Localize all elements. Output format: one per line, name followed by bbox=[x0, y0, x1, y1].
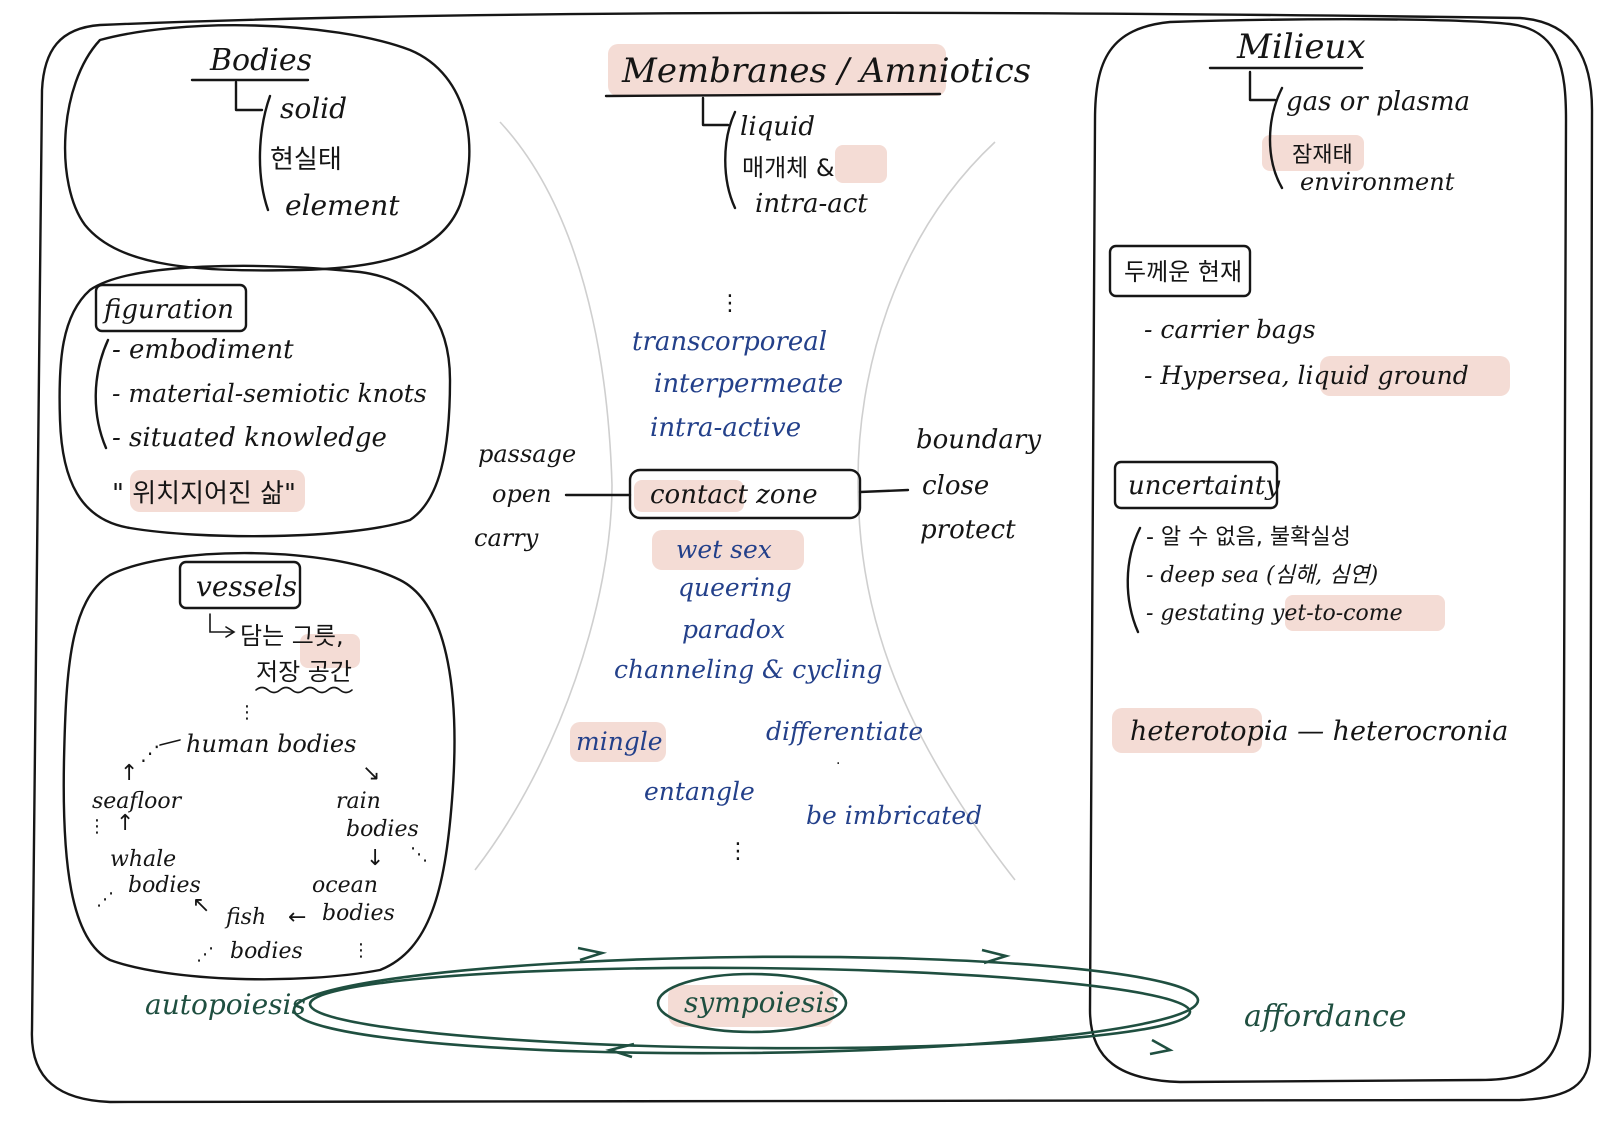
svg-text:⋮: ⋮ bbox=[352, 940, 370, 961]
uncertainty-item-gestating: - gestating yet-to-come bbox=[1146, 601, 1403, 626]
sympoiesis-outer-loop-1 bbox=[292, 955, 1200, 1055]
svg-text:←: ← bbox=[288, 905, 306, 930]
figuration-item-knots: - material-semiotic knots bbox=[112, 379, 427, 408]
center-scatter-differentiate: differentiate bbox=[766, 717, 923, 746]
center-scatter-entangle: entangle bbox=[644, 777, 755, 806]
svg-text:↓: ↓ bbox=[366, 846, 384, 871]
membranes-item-medium: 매개체 & bbox=[742, 154, 835, 182]
dwelling-item-hypersea: - Hypersea, liquid ground bbox=[1144, 361, 1469, 390]
center-right-boundary: boundary bbox=[916, 425, 1041, 455]
center-lower-queering: queering bbox=[678, 573, 792, 602]
svg-text:↑: ↑ bbox=[120, 761, 138, 786]
figuration-item-embodiment: - embodiment bbox=[112, 335, 294, 365]
heterotopia-label: heterotopia — heterocronia bbox=[1130, 716, 1508, 747]
figuration-title: figuration bbox=[102, 295, 234, 325]
center-right-protect: protect bbox=[920, 515, 1016, 545]
center-upper-interpermeate: interpermeate bbox=[654, 369, 843, 399]
milieux-item-environment: environment bbox=[1300, 168, 1455, 196]
center-lower-wet-sex: wet sex bbox=[676, 535, 772, 564]
hourglass-left-curve bbox=[474, 121, 613, 871]
cycle-whale-1: whale bbox=[110, 847, 176, 872]
vessels-desc-1: 담는 그릇, bbox=[240, 622, 344, 650]
sympoiesis-outer-loop-2 bbox=[308, 966, 1192, 1050]
bottom-affordance: affordance bbox=[1244, 999, 1407, 1034]
cycle-seafloor: seafloor bbox=[92, 789, 183, 814]
center-left-passage: passage bbox=[478, 440, 576, 468]
bottom-sympoiesis: sympoiesis bbox=[684, 986, 839, 1019]
bodies-blob bbox=[63, 24, 471, 272]
center-upper-intra-active: intra-active bbox=[650, 413, 801, 443]
membranes-item-intra-act: intra-act bbox=[755, 189, 868, 219]
bodies-item-actuality: 현실태 bbox=[270, 145, 342, 175]
figuration-blob bbox=[58, 264, 452, 538]
svg-text:↘: ↘ bbox=[362, 761, 380, 786]
svg-text:⋰: ⋰ bbox=[196, 944, 214, 965]
vessels-blob bbox=[62, 551, 456, 981]
hourglass-right-curve bbox=[857, 141, 1016, 881]
center-left-open: open bbox=[492, 480, 551, 508]
svg-text:↖: ↖ bbox=[192, 893, 210, 918]
svg-text:⋮: ⋮ bbox=[727, 839, 749, 864]
svg-text:·: · bbox=[836, 756, 840, 772]
svg-text:⋮: ⋮ bbox=[88, 816, 106, 837]
sympoiesis-inner-loop bbox=[656, 972, 848, 1034]
cycle-ocean-2: bodies bbox=[322, 901, 395, 926]
uncertainty-item-unknowable: - 알 수 없음, 불확실성 bbox=[1146, 525, 1351, 550]
membranes-item-liquid: liquid bbox=[740, 112, 815, 142]
cycle-ocean-1: ocean bbox=[312, 873, 378, 898]
svg-text:⋮: ⋮ bbox=[238, 702, 256, 723]
bottom-autopoiesis: autopoiesis bbox=[145, 988, 306, 1021]
milieux-title: Milieux bbox=[1236, 27, 1366, 67]
center-upper-transcorporeal: transcorporeal bbox=[632, 327, 827, 357]
center-right-close: close bbox=[922, 471, 989, 501]
bodies-item-element: element bbox=[285, 189, 400, 222]
figuration-item-situated: - situated knowledge bbox=[112, 423, 387, 453]
vessels-desc-2: 저장 공간 bbox=[256, 658, 352, 686]
milieux-item-potentiality: 잠재태 bbox=[1292, 143, 1353, 168]
contact-zone-label: contact zone bbox=[650, 480, 818, 510]
cycle-whale-2: bodies bbox=[128, 873, 201, 898]
uncertainty-item-deep-sea: - deep sea (심해, 심연) bbox=[1146, 563, 1378, 588]
bodies-title: Bodies bbox=[209, 43, 312, 78]
milieux-item-gas: gas or plasma bbox=[1286, 87, 1470, 117]
cycle-human: human bodies bbox=[186, 730, 356, 758]
center-scatter-imbricated: be imbricated bbox=[806, 801, 982, 830]
cycle-fish-2: bodies bbox=[230, 939, 303, 964]
outer-frame bbox=[30, 11, 1594, 1104]
center-scatter-mingle: mingle bbox=[576, 727, 663, 756]
dwelling-item-carrier-bags: - carrier bags bbox=[1144, 315, 1316, 344]
cycle-fish-1: fish bbox=[224, 905, 266, 930]
milieux-frame bbox=[1088, 18, 1568, 1084]
center-left-carry: carry bbox=[474, 524, 539, 552]
membranes-title: Membranes / Amniotics bbox=[621, 51, 1031, 91]
contact-zone-box bbox=[628, 468, 862, 520]
dwelling-title: 두께운 현재 bbox=[1124, 258, 1242, 286]
svg-text:⋱: ⋱ bbox=[410, 844, 428, 865]
center-lower-paradox: paradox bbox=[682, 615, 785, 644]
uncertainty-title: uncertainty bbox=[1128, 471, 1280, 501]
vessels-title: vessels bbox=[196, 570, 297, 603]
svg-text:↑: ↑ bbox=[116, 811, 134, 836]
figuration-quote: " 위치지어진 삶" bbox=[112, 479, 296, 509]
svg-text:⋰: ⋰ bbox=[140, 741, 160, 765]
bodies-item-solid: solid bbox=[280, 92, 347, 125]
svg-text:⋰: ⋰ bbox=[96, 889, 114, 910]
cycle-rain-2: bodies bbox=[346, 817, 419, 842]
cycle-rain-1: rain bbox=[336, 789, 381, 814]
center-lower-channeling: channeling & cycling bbox=[614, 655, 882, 684]
svg-text:⋮: ⋮ bbox=[719, 291, 741, 316]
